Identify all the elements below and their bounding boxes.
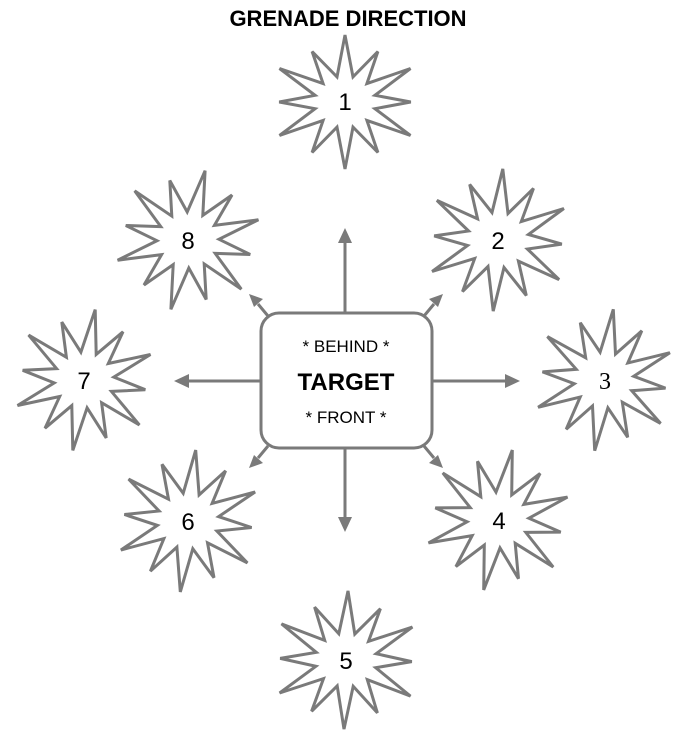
burst-5: 5 xyxy=(278,590,414,730)
behind-label: * BEHIND * xyxy=(303,337,390,356)
burst-6-label: 6 xyxy=(181,509,194,536)
burst-4: 4 xyxy=(427,449,569,591)
front-label: * FRONT * xyxy=(306,408,387,427)
bursts: 1 2 3 4 5 6 7 8 xyxy=(16,34,671,730)
burst-3-label: 3 xyxy=(599,369,611,395)
burst-3: 3 xyxy=(537,308,671,452)
burst-6: 6 xyxy=(120,449,256,593)
arrow-left xyxy=(174,374,260,388)
target-box: * BEHIND * TARGET * FRONT * xyxy=(259,311,434,450)
arrow-up-right xyxy=(422,294,443,317)
burst-4-label: 4 xyxy=(492,508,505,535)
arrow-down-left xyxy=(249,445,270,468)
burst-8: 8 xyxy=(116,170,260,310)
diagram-title: GRENADE DIRECTION xyxy=(229,6,466,31)
burst-7: 7 xyxy=(16,309,152,451)
burst-1: 1 xyxy=(278,34,412,170)
burst-5-label: 5 xyxy=(339,648,352,675)
burst-2: 2 xyxy=(431,168,565,312)
arrow-down xyxy=(338,449,352,532)
burst-2-label: 2 xyxy=(491,228,504,255)
arrows xyxy=(174,228,520,532)
burst-8-label: 8 xyxy=(181,228,194,255)
arrow-up xyxy=(338,228,352,312)
burst-1-label: 1 xyxy=(338,89,351,116)
burst-7-label: 7 xyxy=(77,368,90,395)
target-label: TARGET xyxy=(298,369,395,396)
arrow-up-left xyxy=(249,294,270,317)
arrow-down-right xyxy=(422,445,443,468)
arrow-right xyxy=(432,374,520,388)
